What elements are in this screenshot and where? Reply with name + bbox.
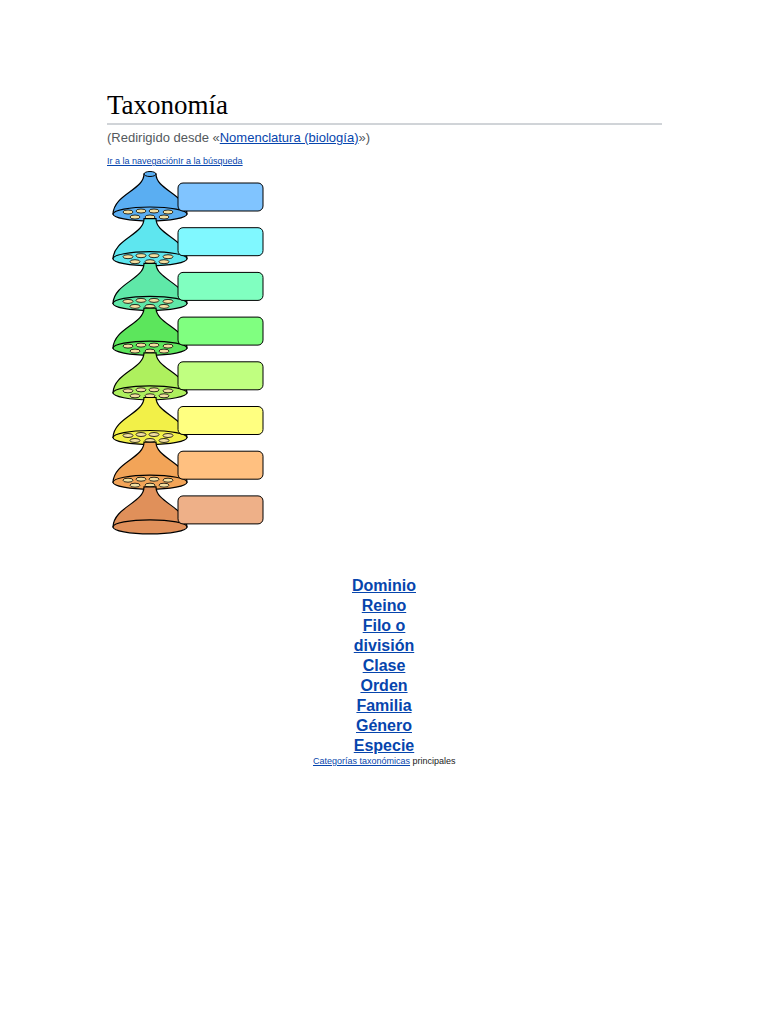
bell-hole xyxy=(149,343,159,347)
rank-box xyxy=(178,362,263,390)
bell-hole xyxy=(163,389,173,393)
bell-hole xyxy=(159,215,169,219)
rank-link: Género xyxy=(334,716,434,736)
redirect-text: ») xyxy=(358,130,370,145)
bell-hole xyxy=(136,433,146,437)
caption-text: principales xyxy=(413,756,456,766)
bell-hole xyxy=(123,434,133,438)
bell-knob xyxy=(144,172,156,177)
bell-hole xyxy=(163,299,173,303)
bell-hole xyxy=(130,304,140,308)
rank-link: Reino xyxy=(334,596,434,616)
bell-hole xyxy=(136,388,146,392)
rank-list: DominioReinoFilo o divisiónClaseOrdenFam… xyxy=(334,576,434,756)
bell-hole xyxy=(159,483,169,487)
jump-link: Ir a la navegación xyxy=(107,156,178,166)
rank-box xyxy=(178,451,263,479)
bell-hole xyxy=(136,254,146,258)
bell-hole xyxy=(159,439,169,443)
figure-caption: Categorías taxonómicas principales xyxy=(313,756,456,766)
bell-hole xyxy=(163,478,173,482)
bell-hole xyxy=(149,209,159,213)
rank-box xyxy=(178,272,263,300)
redirect-text: (Redirigido desde « xyxy=(107,130,220,145)
rank-box xyxy=(178,228,263,256)
bell-hole xyxy=(149,477,159,481)
bell-hole xyxy=(163,344,173,348)
redirect-note: (Redirigido desde «Nomenclatura (biologí… xyxy=(107,130,370,145)
bell-hole xyxy=(159,349,169,353)
page-title: Taxonomía xyxy=(107,90,228,121)
rank-link: Especie xyxy=(334,736,434,756)
rank-link: Dominio xyxy=(334,576,434,596)
rank-box xyxy=(178,317,263,345)
bell-hole xyxy=(163,434,173,438)
bell-hole xyxy=(163,210,173,214)
title-rule xyxy=(107,124,662,125)
bell-hole xyxy=(130,439,140,443)
bell-hole xyxy=(130,260,140,264)
bell-base xyxy=(113,520,187,534)
bell-hole xyxy=(130,483,140,487)
redirect-link: Nomenclatura (biología) xyxy=(220,130,359,145)
bell-hole xyxy=(149,298,159,302)
rank-box xyxy=(178,407,263,435)
bell-hole xyxy=(123,344,133,348)
bell-hole xyxy=(130,349,140,353)
rank-link: Filo o división xyxy=(334,616,434,656)
rank-link: Clase xyxy=(334,656,434,676)
bell-hole xyxy=(123,299,133,303)
bell-hole xyxy=(149,433,159,437)
rank-box xyxy=(178,183,263,211)
bell-hole xyxy=(130,215,140,219)
bell-hole xyxy=(159,260,169,264)
bell-hole xyxy=(149,388,159,392)
bell-hole xyxy=(130,394,140,398)
rank-link: Familia xyxy=(334,696,434,716)
bell-hole xyxy=(123,255,133,259)
bell-hole xyxy=(123,389,133,393)
bell-hole xyxy=(163,255,173,259)
bell-hole xyxy=(149,254,159,258)
bell-hole xyxy=(123,478,133,482)
bell-hole xyxy=(136,209,146,213)
rank-link: Orden xyxy=(334,676,434,696)
bell-hole xyxy=(159,394,169,398)
rank-box xyxy=(178,496,263,524)
bell-hole xyxy=(136,298,146,302)
bell-hole xyxy=(123,210,133,214)
caption-link: Categorías taxonómicas xyxy=(313,756,410,766)
jump-links: Ir a la navegaciónIr a la búsqueda xyxy=(107,156,243,166)
bell-hole xyxy=(136,343,146,347)
bell-hole xyxy=(159,304,169,308)
jump-link: Ir a la búsqueda xyxy=(178,156,243,166)
bell-hole xyxy=(136,477,146,481)
nested-bells xyxy=(113,172,263,534)
